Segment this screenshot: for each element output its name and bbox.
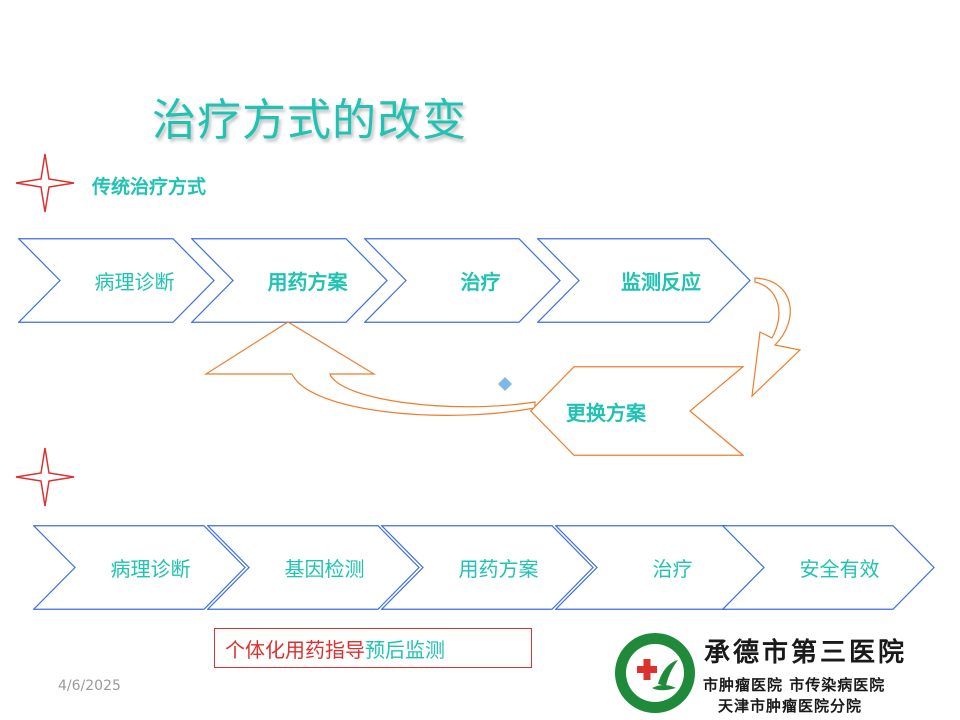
note-box: 个体化用药指导预后监测 bbox=[214, 628, 532, 668]
process-step-change-plan: 更换方案 bbox=[530, 366, 744, 456]
slide-title: 治疗方式的改变 bbox=[152, 95, 467, 146]
diamond-icon bbox=[498, 377, 512, 391]
process-step-safe-effective: 安全有效 bbox=[722, 525, 935, 610]
step-label: 治疗 bbox=[652, 557, 693, 581]
step-label: 安全有效 bbox=[799, 557, 880, 581]
slide-date: 4/6/2025 bbox=[58, 678, 121, 694]
star-icon bbox=[15, 153, 75, 213]
feedback-loop-arrows bbox=[203, 277, 802, 416]
process-step-treatment: 治疗 bbox=[364, 238, 561, 323]
step-label: 更换方案 bbox=[566, 400, 646, 425]
process-step-medication-2: 用药方案 bbox=[381, 525, 594, 610]
process-step-gene-test: 基因检测 bbox=[207, 525, 420, 610]
process-step-monitoring: 监测反应 bbox=[537, 238, 751, 323]
hospital-logo-icon bbox=[615, 633, 695, 713]
step-label: 用药方案 bbox=[267, 270, 348, 294]
section-title: 传统治疗方式 bbox=[92, 176, 207, 198]
step-label: 病理诊断 bbox=[94, 270, 175, 294]
step-label: 治疗 bbox=[460, 270, 501, 294]
note-text-prognosis: 预后监测 bbox=[365, 637, 445, 662]
process-step-medication: 用药方案 bbox=[191, 238, 388, 323]
note-text-guidance: 个体化用药指导 bbox=[225, 637, 365, 662]
step-label: 病理诊断 bbox=[110, 557, 191, 581]
star-icon bbox=[15, 447, 75, 507]
step-label: 基因检测 bbox=[284, 557, 365, 581]
hospital-branch: 天津市肿瘤医院分院 bbox=[718, 697, 863, 715]
hospital-name: 承德市第三医院 bbox=[704, 638, 908, 668]
hospital-subname: 市肿瘤医院 市传染病医院 bbox=[703, 676, 886, 694]
step-label: 监测反应 bbox=[621, 270, 701, 294]
process-step-pathology: 病理诊断 bbox=[18, 238, 215, 323]
step-label: 用药方案 bbox=[458, 557, 539, 581]
process-step-pathology-2: 病理诊断 bbox=[33, 525, 246, 610]
